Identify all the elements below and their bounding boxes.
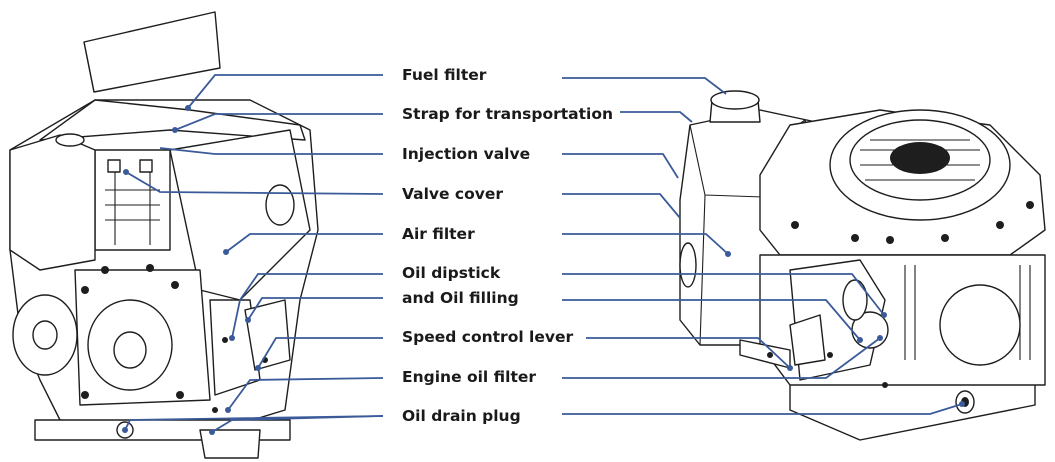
leader-injection-left: [159, 147, 383, 155]
leader-fuel-filter-right: [562, 77, 727, 95]
label-engine-oil-filter: Engine oil filter: [402, 368, 537, 386]
leader-strap-left: [174, 113, 383, 131]
leader-oil-filter-left: [227, 377, 384, 411]
leader-strap-right: [620, 111, 693, 123]
leader-valve-cover-right: [562, 193, 681, 219]
leader-filling-right: [562, 299, 861, 341]
label-oil-drain-plug: Oil drain plug: [402, 407, 521, 425]
leader-oil-filter-right: [562, 337, 881, 379]
leader-speed-right: [586, 337, 791, 369]
leader-air-filter-left: [225, 233, 383, 253]
label-air-filter: Air filter: [402, 225, 475, 243]
leader-air-filter-right: [562, 233, 729, 255]
label-valve-cover: Valve cover: [402, 185, 504, 203]
leader-drain-left-2: [211, 415, 384, 433]
label-fuel-filter: Fuel filter: [402, 66, 487, 84]
leader-fuel-filter-left: [187, 74, 383, 109]
label-injection-valve: Injection valve: [402, 145, 531, 163]
leader-filling-left: [247, 297, 383, 321]
leader-dipstick-left: [231, 273, 383, 339]
label-oil-filling: and Oil filling: [402, 289, 519, 307]
label-oil-dipstick: Oil dipstick: [402, 264, 501, 282]
leader-speed-left: [257, 337, 383, 369]
leader-drain-right: [562, 403, 963, 415]
leader-valve-cover-left: [125, 171, 384, 195]
label-strap-for-transportation: Strap for transportation: [402, 105, 614, 123]
leader-injection-right: [562, 153, 679, 179]
leader-drain-left: [124, 415, 384, 431]
leader-dipstick-right: [562, 273, 885, 316]
label-speed-control-lever: Speed control lever: [402, 328, 574, 346]
